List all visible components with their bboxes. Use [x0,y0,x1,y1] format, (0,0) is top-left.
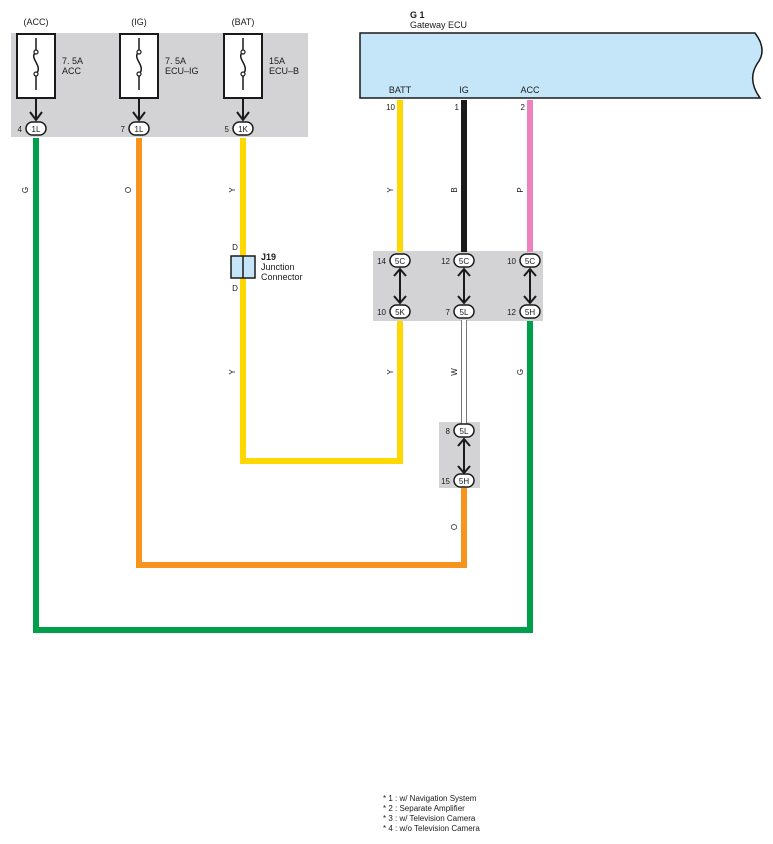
ecu-name: Gateway ECU [410,20,467,30]
gateway-ecu-box [359,32,763,99]
arrow-up-icon [457,437,471,447]
ecu-terminal-batt-pin: 10 [386,103,395,112]
wire-label: O [124,187,133,193]
arrow-down-icon [132,111,146,122]
arrow-down-icon [29,111,43,122]
fuse-bat: (BAT) 15A ECU–B 1K 5 Y [223,17,299,193]
connector-badge [519,253,541,268]
ecu-terminal-acc-pin: 2 [521,103,526,112]
note-item: * 4 : w/o Television Camera [383,824,480,833]
connector-pin: 7 [121,125,126,134]
arrow-up-icon [523,267,537,277]
fuse-rating: 7. 5A [62,56,83,66]
arrow-down-icon [457,295,471,305]
ecu-terminal-ig-pin: 1 [455,103,460,112]
connector-pin: 5 [225,125,230,134]
wire-label: W [450,368,459,376]
wire-label: Y [228,187,237,193]
arrow-up-icon [393,267,407,277]
junction-pin-top: D [232,243,238,252]
junction-block-1-top: 5C 14 5C 12 5C 10 [377,253,541,268]
arrow-down-icon [393,295,407,305]
fuse-group-label: (BAT) [232,17,255,27]
connector-badge [232,121,254,136]
connector-label: 5L [460,308,469,317]
connector-pin: 10 [377,308,386,317]
arrow-up-icon [457,267,471,277]
junction-line1: Junction [261,262,295,272]
connector-label: 1L [32,125,41,134]
connector-label: 5H [459,477,469,486]
junction-block-1-arrows [393,267,537,305]
wire-label-ig: B [450,187,459,192]
fuse-rating: 7. 5A [165,56,186,66]
fuse-group-label: (ACC) [24,17,49,27]
connector-badge [128,121,150,136]
note-item: * 1 : w/ Navigation System [383,794,477,803]
wire-yellow-bat [240,138,403,464]
connector-pin: 14 [377,257,386,266]
fuse-acc: (ACC) 7. 5A ACC 1L 4 G [16,17,83,193]
fuse-rating: 15A [269,56,285,66]
wire-label: G [516,369,525,375]
ecu-terminal-batt-name: BATT [389,85,412,95]
connector-badge [453,473,475,488]
junction-block-1-bottom: 5K 10 5L 7 5H 12 Y W G [377,304,541,376]
junction-line2: Connector [261,272,303,282]
ecu-terminal-ig-name: IG [459,85,469,95]
wire-label: G [21,187,30,193]
junction-block-2: 5L 8 5H 15 O [441,423,475,530]
fuse-name: ACC [62,66,82,76]
wire-label-y-below: Y [228,369,237,375]
connector-badge [453,423,475,438]
fuse-name: ECU–IG [165,66,199,76]
connector-label: 5H [525,308,535,317]
connector-badge [389,304,411,319]
connector-badge [453,253,475,268]
connector-pin: 7 [446,308,451,317]
junction-code: J19 [261,252,276,262]
connector-label: 5K [395,308,405,317]
fuse-group-label: (IG) [131,17,147,27]
connector-label: 5C [525,257,535,266]
connector-label: 1K [238,125,248,134]
connector-pin: 15 [441,477,450,486]
ecu-code: G 1 [410,10,425,20]
wire-orange-ig [136,138,467,568]
connector-label: 5L [460,427,469,436]
wire-green-acc [33,138,533,633]
connector-pin: 4 [18,125,23,134]
fuse-ig: (IG) 7. 5A ECU–IG 1L 7 O [119,17,199,193]
connector-label: 5C [395,257,405,266]
connector-badge [25,121,47,136]
wires [33,100,533,633]
wire-label: Y [386,369,395,375]
connector-pin: 12 [441,257,450,266]
wire-label-batt: Y [386,187,395,193]
note-item: * 2 : Separate Amplifier [383,804,465,813]
connector-label: 5C [459,257,469,266]
junction-connector-j19: D D J19 Junction Connector Y [228,243,303,375]
fuse-name: ECU–B [269,66,299,76]
connector-badge [519,304,541,319]
note-item: * 3 : w/ Television Camera [383,814,476,823]
connector-label: 1L [135,125,144,134]
wire-label: O [450,524,459,530]
arrow-down-icon [523,295,537,305]
notes: * 1 : w/ Navigation System * 2 : Separat… [383,794,480,833]
connector-pin: 8 [446,427,451,436]
arrow-down-icon [457,465,471,475]
wire-label-acc: P [516,187,525,192]
connector-badge [453,304,475,319]
arrow-down-icon [236,111,250,122]
connector-pin: 12 [507,308,516,317]
connector-pin: 10 [507,257,516,266]
connector-badge [389,253,411,268]
junction-pin-bottom: D [232,284,238,293]
ecu-terminal-acc-name: ACC [520,85,540,95]
